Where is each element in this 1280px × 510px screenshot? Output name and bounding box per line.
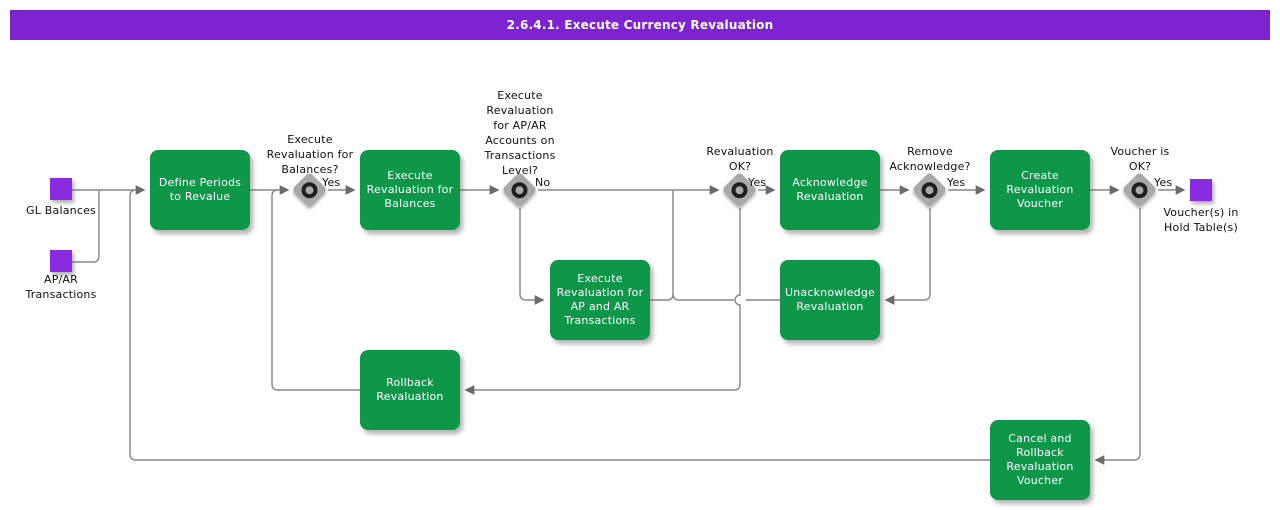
branch-label-yes: Yes bbox=[748, 176, 767, 189]
process-execute-revaluation-apar-transactions[interactable]: Execute Revaluation for AP and AR Transa… bbox=[550, 260, 650, 340]
gateway-icon bbox=[1128, 178, 1151, 201]
decision-label-execute-revaluation-for-balances: Execute Revaluation for Balances? bbox=[266, 133, 354, 176]
branch-label-yes: Yes bbox=[947, 176, 966, 189]
data-object-label-gl-balances: GL Balances bbox=[26, 204, 96, 217]
connector-execapar-up bbox=[650, 191, 674, 301]
branch-label-no: No bbox=[535, 176, 551, 189]
gateway-icon bbox=[508, 178, 531, 201]
process-label: Define Periods to Revalue bbox=[158, 176, 242, 203]
connector-d3-down bbox=[464, 208, 741, 395]
data-object-gl-balances[interactable] bbox=[50, 178, 72, 200]
connector-rollback-return bbox=[271, 189, 360, 391]
process-unacknowledge-revaluation[interactable]: Unacknowledge Revaluation bbox=[780, 260, 880, 340]
diagram-title-bar: 2.6.4.1. Execute Currency Revaluation bbox=[10, 10, 1270, 40]
decision-label-revaluation-ok: Revaluation OK? bbox=[706, 145, 774, 173]
gateway-icon bbox=[918, 178, 941, 201]
data-object-vouchers-in-hold[interactable] bbox=[1190, 179, 1212, 201]
process-label: Execute Revaluation for AP and AR Transa… bbox=[556, 272, 644, 327]
process-create-revaluation-voucher[interactable]: Create Revaluation Voucher bbox=[990, 150, 1090, 230]
process-label: Rollback Revaluation bbox=[376, 376, 444, 403]
branch-label-yes: Yes bbox=[1154, 176, 1173, 189]
decision-label-apar-accounts-transactions-level: Execute Revaluation for AP/AR Accounts o… bbox=[484, 89, 556, 177]
process-acknowledge-revaluation[interactable]: Acknowledge Revaluation bbox=[780, 150, 880, 230]
process-label: Create Revaluation Voucher bbox=[1006, 169, 1074, 210]
decision-label-remove-acknowledge: Remove Acknowledge? bbox=[889, 145, 971, 173]
diagram-title: 2.6.4.1. Execute Currency Revaluation bbox=[506, 18, 774, 32]
process-label: Execute Revaluation for Balances bbox=[366, 169, 454, 210]
process-label: Cancel and Rollback Revaluation Voucher bbox=[1006, 432, 1074, 487]
data-object-label-apar-transactions: AP/AR Transactions bbox=[25, 273, 97, 301]
connector-d2-down bbox=[519, 208, 545, 305]
connector-apar-merge bbox=[72, 191, 100, 263]
data-object-apar-transactions[interactable] bbox=[50, 250, 72, 272]
process-label: Unacknowledge Revaluation bbox=[784, 286, 876, 313]
process-define-periods-to-revalue[interactable]: Define Periods to Revalue bbox=[150, 150, 250, 230]
branch-label-yes: Yes bbox=[322, 176, 341, 189]
data-object-label-vouchers-in-hold: Voucher(s) in Hold Table(s) bbox=[1163, 206, 1239, 234]
process-label: Acknowledge Revaluation bbox=[792, 176, 868, 203]
connector-d4-down bbox=[884, 208, 931, 305]
connector-d5-down bbox=[1094, 208, 1141, 465]
process-execute-revaluation-for-balances[interactable]: Execute Revaluation for Balances bbox=[360, 150, 460, 230]
connector-unack-return2 bbox=[672, 293, 734, 301]
process-cancel-rollback-revaluation-voucher[interactable]: Cancel and Rollback Revaluation Voucher bbox=[990, 420, 1090, 500]
process-rollback-revaluation[interactable]: Rollback Revaluation bbox=[360, 350, 460, 430]
gateway-icon bbox=[298, 178, 321, 201]
decision-label-voucher-is-ok: Voucher is OK? bbox=[1110, 145, 1170, 173]
connector-cancel-loop bbox=[129, 189, 990, 461]
